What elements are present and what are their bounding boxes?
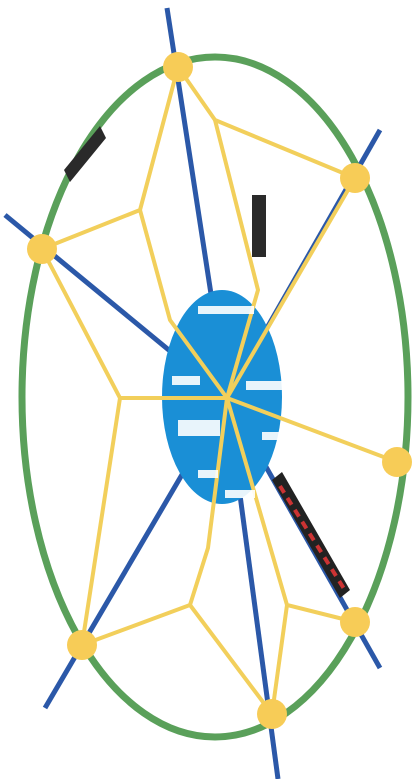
outer-node (27, 234, 57, 264)
label-mark (178, 420, 220, 436)
device-marks (64, 126, 266, 257)
outer-node (382, 447, 412, 477)
outer-node (67, 630, 97, 660)
label-mark (246, 381, 282, 390)
label-mark (198, 470, 218, 478)
web-line (272, 605, 287, 714)
device-mark-right (252, 195, 266, 257)
outer-node (163, 52, 193, 82)
label-mark (262, 432, 294, 440)
outer-node (340, 163, 370, 193)
outer-node (340, 607, 370, 637)
web-line (227, 178, 355, 398)
web-line (42, 67, 178, 249)
label-mark (172, 376, 200, 385)
device-mark-left (64, 126, 106, 182)
label-mark (225, 490, 255, 498)
outer-node (257, 699, 287, 729)
label-mark (198, 306, 254, 314)
rail-mark (272, 472, 350, 598)
